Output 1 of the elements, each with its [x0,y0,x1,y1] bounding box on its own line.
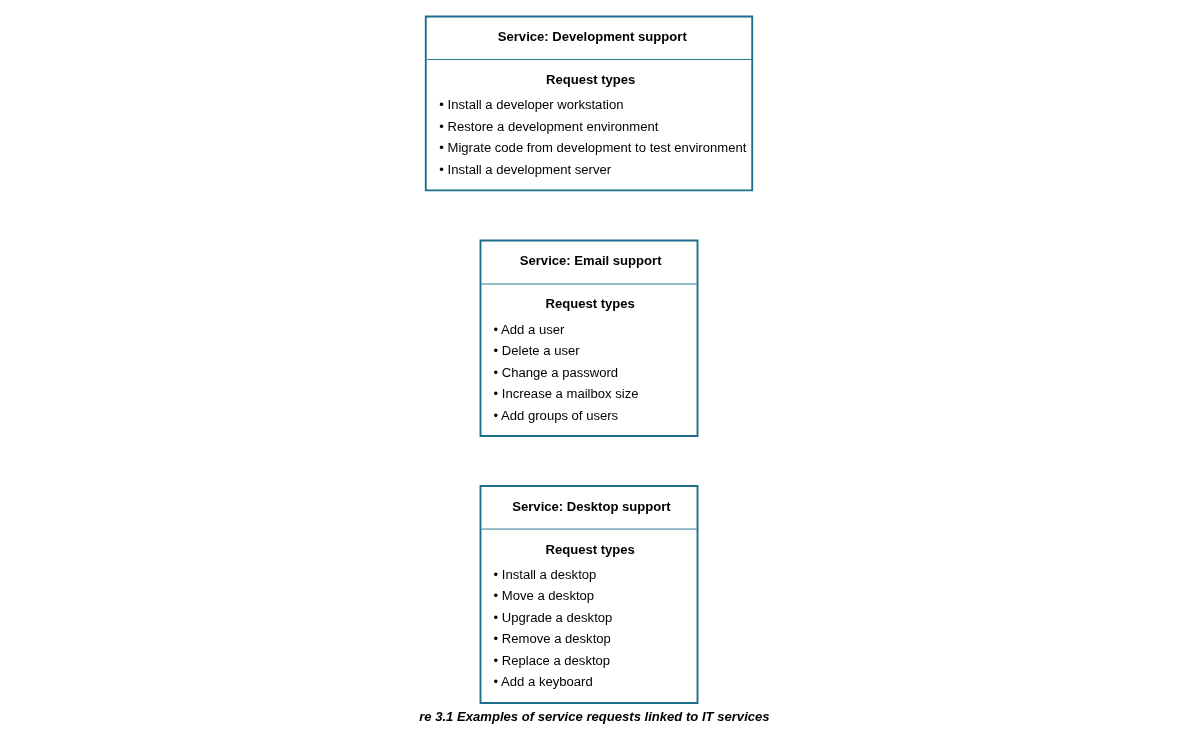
caption: re 3.1 Examples of service requests linked to IT services [418,708,770,724]
